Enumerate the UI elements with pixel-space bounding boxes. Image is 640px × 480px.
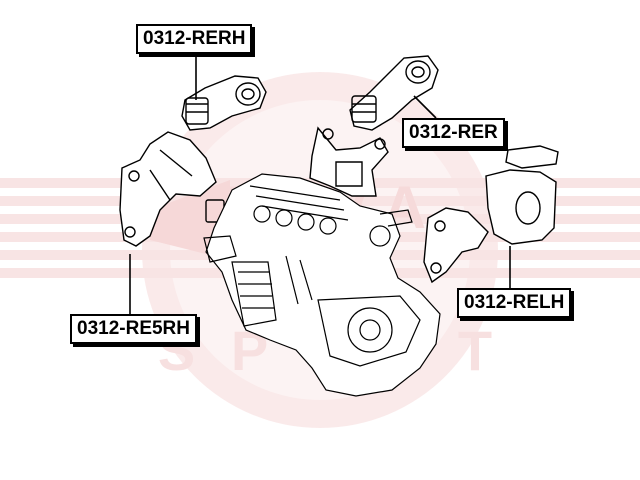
callout-0312-rerh: 0312-RERH bbox=[136, 24, 253, 54]
leader-rer bbox=[413, 95, 437, 119]
bracket-relh-part bbox=[423, 207, 489, 284]
callout-0312-re5rh: 0312-RE5RH bbox=[70, 314, 197, 344]
leader-lines bbox=[129, 52, 511, 314]
bracket-rer-part bbox=[309, 126, 389, 197]
mount-re5rh-part bbox=[119, 131, 225, 247]
engine-assembly bbox=[203, 173, 441, 397]
mount-relh-part bbox=[485, 145, 559, 245]
mount-rer-part bbox=[349, 55, 439, 131]
callout-0312-relh: 0312-RELH bbox=[457, 288, 572, 318]
mount-rerh-part bbox=[181, 75, 267, 131]
callout-0312-rer: 0312-RER bbox=[402, 118, 505, 148]
